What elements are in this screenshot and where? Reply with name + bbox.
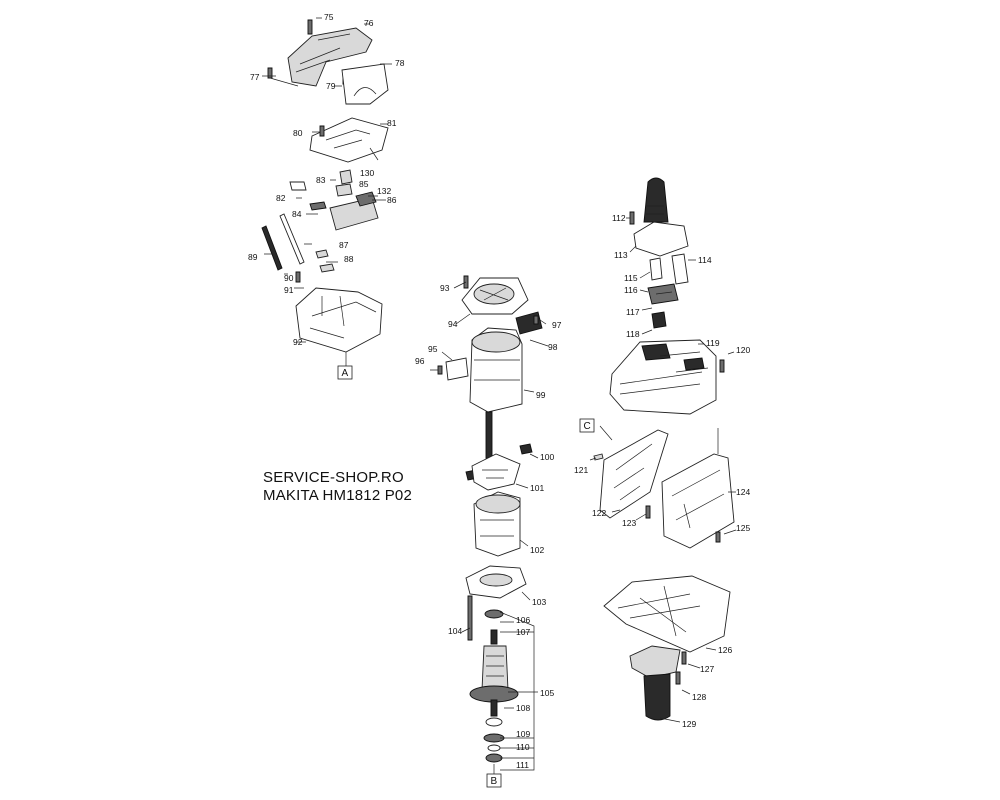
part-label-81: 81: [387, 118, 397, 128]
section-box-b: [486, 773, 502, 788]
group-b-motor-assembly: B: [430, 275, 549, 788]
part-label-97: 97: [552, 320, 562, 330]
part-label-88: 88: [344, 254, 354, 264]
diagram-title-line2: MAKITA HM1812 P02: [263, 487, 413, 504]
part-label-92: 92: [293, 337, 303, 347]
part-label-94: 94: [448, 319, 458, 329]
part-label-93: 93: [440, 283, 450, 293]
part-label-86: 86: [387, 195, 397, 205]
part-label-128: 128: [692, 692, 706, 702]
part-label-80: 80: [293, 128, 303, 138]
part-label-132: 132: [377, 186, 391, 196]
part-label-84: 84: [292, 209, 302, 219]
part-label-108: 108: [516, 703, 530, 713]
part-label-113: 113: [614, 250, 628, 260]
part-number-labels: 75 76 77 78 79 80 81 82 83 84 85 86 87 8…: [248, 12, 750, 770]
section-box-a: [337, 365, 353, 380]
part-label-122: 122: [592, 508, 606, 518]
part-label-114: 114: [698, 255, 712, 265]
part-label-105: 105: [540, 688, 554, 698]
part-label-129: 129: [682, 719, 696, 729]
part-label-115: 115: [624, 273, 638, 283]
part-label-130: 130: [360, 168, 374, 178]
part-label-126: 126: [718, 645, 732, 655]
part-label-109: 109: [516, 729, 530, 739]
section-label-a: A: [342, 368, 349, 379]
part-label-110: 110: [516, 742, 530, 752]
part-label-95: 95: [428, 344, 438, 354]
part-label-112: 112: [612, 213, 626, 223]
part-label-117: 117: [626, 307, 640, 317]
section-box-c: [579, 418, 595, 433]
part-label-106: 106: [516, 615, 530, 625]
part-label-79: 79: [326, 81, 336, 91]
part-label-82: 82: [276, 193, 286, 203]
part-label-116: 116: [624, 285, 638, 295]
part-label-78: 78: [395, 58, 405, 68]
part-label-119: 119: [706, 338, 720, 348]
part-label-77: 77: [250, 72, 260, 82]
part-label-107: 107: [516, 627, 530, 637]
part-label-76: 76: [364, 18, 374, 28]
part-label-87: 87: [339, 240, 349, 250]
part-label-121: 121: [574, 465, 588, 475]
part-label-89: 89: [248, 252, 258, 262]
part-label-101: 101: [530, 483, 544, 493]
group-a-assembly: A: [261, 17, 392, 380]
part-top-cover-shape: [287, 27, 373, 87]
part-label-125: 125: [736, 523, 750, 533]
part-label-102: 102: [530, 545, 544, 555]
part-label-124: 124: [736, 487, 750, 497]
group-c-housing-assembly: C: [579, 177, 737, 723]
part-label-118: 118: [626, 329, 640, 339]
part-label-100: 100: [540, 452, 554, 462]
part-label-104: 104: [448, 626, 462, 636]
part-label-111: 111: [516, 760, 529, 770]
part-label-120: 120: [736, 345, 750, 355]
part-label-123: 123: [622, 518, 636, 528]
section-label-b: B: [491, 776, 498, 787]
diagram-title-line1: SERVICE-SHOP.RO: [263, 469, 404, 486]
part-label-96: 96: [415, 356, 425, 366]
part-label-98: 98: [548, 342, 558, 352]
part-label-103: 103: [532, 597, 546, 607]
part-label-99: 99: [536, 390, 546, 400]
part-label-83: 83: [316, 175, 326, 185]
part-label-91: 91: [284, 285, 294, 295]
part-label-85: 85: [359, 179, 369, 189]
section-label-c: C: [584, 421, 591, 432]
part-label-75: 75: [324, 12, 334, 22]
part-label-90: 90: [284, 273, 294, 283]
part-label-127: 127: [700, 664, 714, 674]
